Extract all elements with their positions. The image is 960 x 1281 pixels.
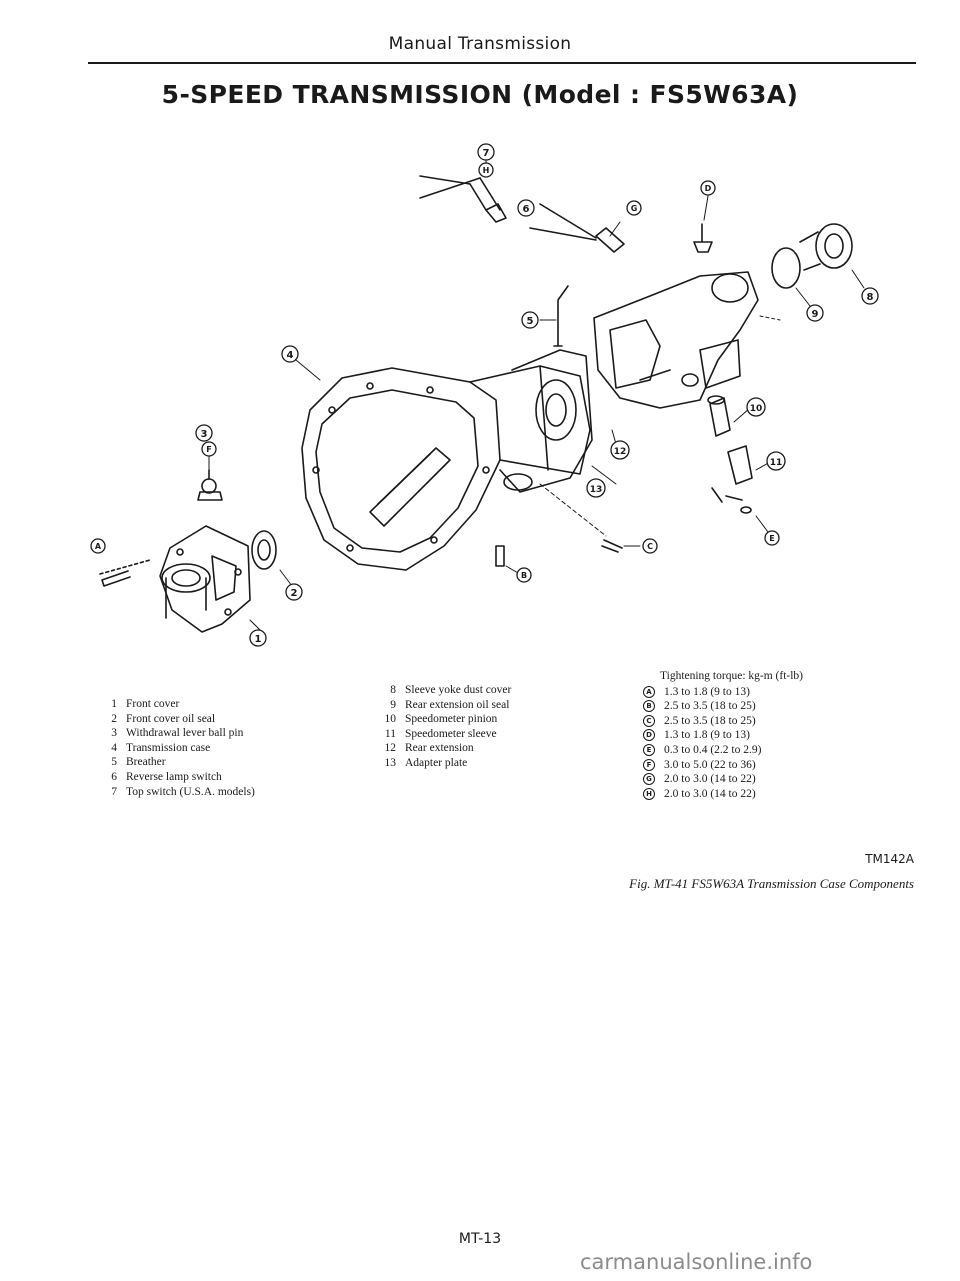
torque-key-badge: G bbox=[643, 773, 655, 786]
callout-12: 12 bbox=[610, 440, 630, 460]
svg-text:11: 11 bbox=[770, 458, 783, 468]
callout-1: 1 bbox=[249, 629, 267, 647]
callout-h: H bbox=[478, 162, 494, 178]
torque-key-badge: A bbox=[643, 685, 655, 698]
torque-key-badge: D bbox=[643, 729, 655, 742]
bolt-b-drawing bbox=[495, 545, 505, 567]
callout-4: 4 bbox=[281, 345, 299, 363]
speedometer-pinion-drawing bbox=[707, 395, 731, 437]
torque-key-badge: C bbox=[643, 714, 655, 727]
svg-text:13: 13 bbox=[590, 485, 603, 495]
torque-key-badge: H bbox=[643, 787, 655, 800]
callout-10: 10 bbox=[746, 397, 766, 417]
reverse-lamp-switch-drawing bbox=[529, 203, 625, 253]
breather-drawing bbox=[553, 285, 569, 347]
svg-text:12: 12 bbox=[614, 447, 627, 457]
speedometer-sleeve-drawing bbox=[711, 445, 753, 514]
callout-5: 5 bbox=[521, 311, 539, 329]
sleeve-yoke-dust-cover-drawing bbox=[799, 223, 853, 271]
svg-text:7: 7 bbox=[483, 148, 490, 159]
svg-text:G: G bbox=[631, 204, 638, 213]
torque-key-badge: E bbox=[643, 743, 655, 756]
callout-2: 2 bbox=[285, 583, 303, 601]
svg-text:B: B bbox=[521, 571, 527, 580]
svg-text:6: 6 bbox=[523, 204, 530, 215]
adapter-plate-drawing bbox=[499, 349, 593, 493]
rear-extension-drawing bbox=[593, 271, 759, 409]
svg-text:E: E bbox=[769, 534, 774, 543]
svg-text:D: D bbox=[705, 184, 712, 193]
bolt-c-drawing bbox=[601, 539, 623, 553]
svg-text:5: 5 bbox=[527, 316, 534, 327]
torque-key-badge: B bbox=[643, 700, 655, 713]
figure-code: TM142A bbox=[865, 852, 914, 866]
running-header: Manual Transmission bbox=[388, 34, 572, 54]
callout-e: E bbox=[764, 530, 780, 546]
callout-7: 7 bbox=[477, 143, 495, 161]
callout-13: 13 bbox=[586, 478, 606, 498]
front-cover-drawing bbox=[159, 525, 251, 633]
svg-text:2: 2 bbox=[291, 588, 298, 599]
svg-text:H: H bbox=[483, 166, 490, 175]
callout-a: A bbox=[90, 538, 106, 554]
callout-11: 11 bbox=[766, 451, 786, 471]
svg-text:A: A bbox=[95, 542, 102, 551]
watermark: carmanualsonline.info bbox=[580, 1250, 813, 1274]
callout-d: D bbox=[700, 180, 716, 196]
page-number: MT-13 bbox=[458, 1231, 502, 1247]
callout-g: G bbox=[626, 200, 642, 216]
svg-text:4: 4 bbox=[287, 350, 294, 361]
ball-pin-drawing bbox=[197, 469, 223, 501]
svg-text:9: 9 bbox=[812, 309, 819, 320]
header-rule bbox=[88, 62, 916, 64]
svg-text:F: F bbox=[206, 445, 211, 454]
callout-3: 3 bbox=[195, 424, 213, 442]
torque-heading: Tightening torque: kg-m (ft-lb) bbox=[660, 670, 803, 682]
svg-text:C: C bbox=[647, 542, 653, 551]
rear-extension-oil-seal-drawing bbox=[771, 247, 801, 289]
callout-6: 6 bbox=[517, 199, 535, 217]
callout-f: F bbox=[201, 441, 217, 457]
svg-text:10: 10 bbox=[750, 404, 763, 414]
callout-b: B bbox=[516, 567, 532, 583]
top-switch-drawing bbox=[419, 175, 507, 223]
bolt-d-drawing bbox=[693, 223, 713, 253]
callout-c: C bbox=[642, 538, 658, 554]
exploded-view-diagram: 1 2 3 4 5 6 7 8 9 10 11 12 13 A B C D E … bbox=[90, 143, 879, 647]
transmission-case-drawing bbox=[301, 365, 591, 571]
svg-text:3: 3 bbox=[201, 429, 208, 440]
callout-8: 8 bbox=[861, 287, 879, 305]
figure-caption: Fig. MT-41 FS5W63A Transmission Case Com… bbox=[629, 876, 914, 891]
page-title: 5-SPEED TRANSMISSION (Model : FS5W63A) bbox=[161, 80, 799, 109]
svg-text:8: 8 bbox=[867, 292, 874, 303]
torque-key-badge: F bbox=[643, 758, 655, 771]
svg-text:1: 1 bbox=[255, 634, 262, 645]
front-cover-oil-seal-drawing bbox=[251, 530, 277, 570]
callout-9: 9 bbox=[806, 304, 824, 322]
